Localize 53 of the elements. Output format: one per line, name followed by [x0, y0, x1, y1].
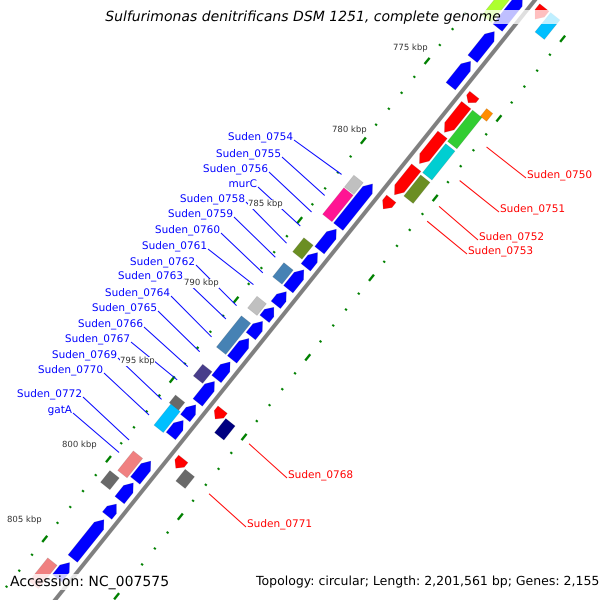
gene-label: murC	[228, 179, 257, 190]
leader-line	[426, 220, 468, 254]
gene-label: Suden_0756	[202, 164, 268, 174]
gene-label: Suden_0750	[527, 170, 592, 180]
gene-label: gatA	[48, 405, 72, 416]
position-label: 780 kbp	[332, 126, 367, 134]
leader-line	[144, 326, 188, 368]
leader-line	[158, 310, 200, 352]
gene-label: Suden_0751	[500, 204, 566, 214]
leader-line	[72, 412, 120, 453]
leader-line	[104, 372, 150, 416]
gene-label: Suden_0758	[180, 194, 245, 204]
gene-label: Suden_0763	[118, 271, 183, 282]
position-label: 800 kbp	[62, 441, 97, 450]
leader-line	[282, 156, 326, 196]
leader-line	[438, 206, 478, 240]
leader-line	[118, 358, 162, 400]
gene-label: Suden_0767	[64, 334, 130, 344]
leader-line	[220, 232, 264, 274]
position-label: 795 kbp	[120, 357, 155, 366]
gene-label: Suden_0766	[78, 319, 143, 330]
position-label: 805 kbp	[7, 516, 42, 524]
gene-label: Suden_0755	[216, 149, 281, 160]
leader-line	[294, 140, 342, 175]
gene-label: Suden_0772	[16, 389, 82, 400]
gene-label: Suden_0752	[479, 232, 544, 242]
gene-label: Suden_0764	[104, 288, 170, 298]
leader-line	[208, 248, 254, 286]
position-label: 790 kbp	[184, 279, 219, 288]
gene-label: Suden_0754	[228, 132, 293, 142]
gene-label: Suden_0753	[468, 246, 534, 256]
gene-label: Suden_0759	[168, 209, 233, 220]
gene-label: Suden_0771	[247, 519, 312, 530]
gene-label: Suden_0762	[130, 257, 195, 268]
leader-line	[170, 296, 212, 338]
leader-line	[208, 493, 246, 528]
gene-label: Suden_0760	[154, 225, 220, 236]
gene-label: Suden_0768	[288, 470, 354, 480]
gene-label: Suden_0769	[52, 350, 117, 360]
gene-label: Suden_0765	[92, 303, 157, 314]
leader-line	[234, 216, 276, 258]
genome-stats-text: Topology: circular; Length: 2,201,561 bp; Genes: 2,155	[256, 575, 600, 588]
leader-line	[82, 396, 130, 440]
leader-line	[459, 180, 500, 212]
position-label: 785 kbp	[248, 200, 283, 208]
leader-line	[268, 172, 312, 212]
leader-line	[248, 443, 288, 478]
leader-line	[486, 146, 526, 178]
leader-line	[246, 202, 288, 244]
gene-label: Suden_0770	[38, 365, 103, 376]
gene-label: Suden_0761	[142, 241, 207, 252]
leader-line	[130, 342, 178, 380]
position-label: 775 kbp	[393, 44, 428, 52]
